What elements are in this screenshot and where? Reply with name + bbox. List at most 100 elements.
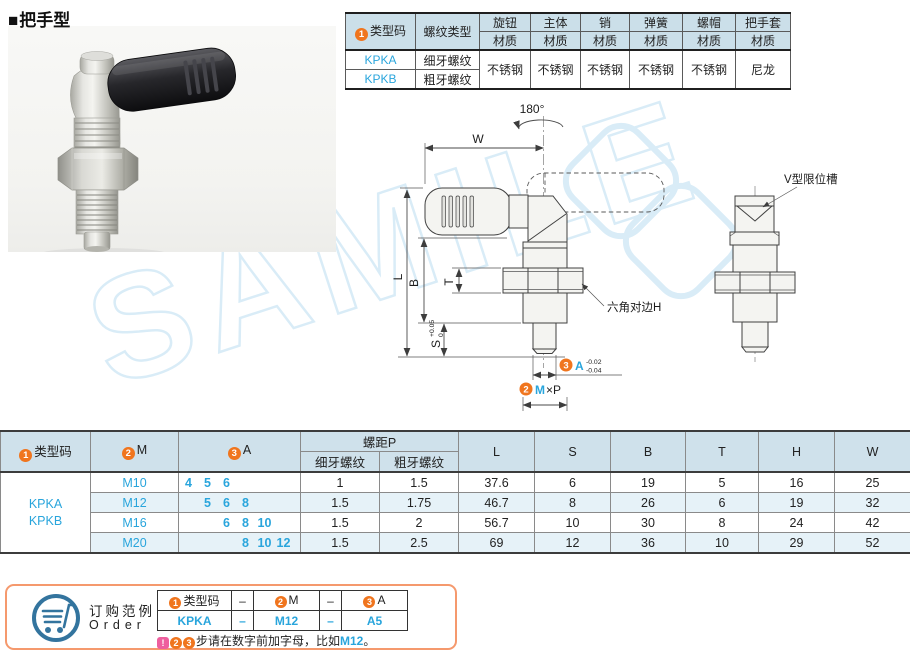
pitch-coarse: 1.75 bbox=[379, 492, 459, 513]
badge-1-icon: 1 bbox=[169, 597, 182, 610]
a-value: 6 bbox=[223, 495, 230, 510]
drawing-side: V型限位槽 bbox=[714, 172, 838, 362]
dim-header-m-label: M bbox=[136, 443, 148, 458]
dim-header-b: B bbox=[610, 430, 686, 473]
dim-header-type-code-label: 类型码 bbox=[34, 445, 72, 460]
table-row: KPKA 细牙螺纹 不锈钢 不锈钢 不锈钢 不锈钢 不锈钢 尼龙 bbox=[345, 49, 791, 90]
m-size: M20 bbox=[90, 532, 179, 554]
a-value: 8 bbox=[242, 515, 249, 530]
badge-3-icon: 3 bbox=[363, 596, 376, 609]
drawing-main: 180° W L B T S +0.05 0 3 bbox=[391, 102, 665, 411]
materials-sub-header: 材质 bbox=[629, 31, 683, 51]
val-l: 37.6 bbox=[458, 471, 535, 493]
material-knob: 不锈钢 bbox=[479, 49, 531, 90]
val-h: 19 bbox=[758, 492, 835, 513]
order-example-a: A5 bbox=[341, 610, 408, 631]
val-b: 30 bbox=[610, 512, 686, 533]
photo-hex-nut bbox=[57, 147, 139, 191]
type-code-kpka: KPKA bbox=[345, 49, 416, 70]
pitch-fine: 1.5 bbox=[300, 492, 380, 513]
v-groove-leader-line bbox=[762, 186, 798, 208]
product-photo bbox=[8, 26, 336, 260]
pitch-fine: 1.5 bbox=[300, 512, 380, 533]
pitch-fine: 1 bbox=[300, 471, 380, 493]
materials-sub-header: 材质 bbox=[530, 31, 581, 51]
material-spring: 不锈钢 bbox=[629, 49, 683, 90]
val-t: 8 bbox=[685, 512, 759, 533]
materials-sub-header: 材质 bbox=[735, 31, 791, 51]
m-size: M10 bbox=[90, 471, 179, 493]
a-value: 12 bbox=[276, 535, 291, 550]
thread-type-fine: 细牙螺纹 bbox=[415, 49, 480, 70]
dim-header-s: S bbox=[534, 430, 611, 473]
badge-2-icon: 2 bbox=[274, 596, 287, 609]
val-b: 26 bbox=[610, 492, 686, 513]
type-code-kpka: KPKA bbox=[28, 496, 63, 511]
watermark-logo bbox=[562, 122, 740, 300]
order-header-type-code-label: 类型码 bbox=[183, 593, 220, 608]
a-value: 6 bbox=[223, 515, 230, 530]
a-value: 5 bbox=[204, 495, 211, 510]
materials-header-spring: 弹簧 bbox=[629, 12, 683, 32]
dim-t-label: T bbox=[442, 278, 456, 286]
materials-sub-header: 材质 bbox=[479, 31, 531, 51]
order-example-dash: – bbox=[319, 610, 342, 631]
val-t: 10 bbox=[685, 532, 759, 554]
pitch-fine: 1.5 bbox=[300, 532, 380, 554]
val-w: 42 bbox=[834, 512, 910, 533]
material-pin: 不锈钢 bbox=[580, 49, 630, 90]
rotated-handle-phantom bbox=[526, 172, 665, 213]
a-value: 8 bbox=[242, 535, 249, 550]
type-code-kpkb: KPKB bbox=[28, 513, 63, 528]
val-w: 25 bbox=[834, 471, 910, 493]
val-w: 32 bbox=[834, 492, 910, 513]
hex-leader-line bbox=[581, 283, 605, 307]
a-value: 10 bbox=[257, 515, 272, 530]
order-note-highlight: M12 bbox=[340, 634, 364, 648]
materials-sub-header: 材质 bbox=[682, 31, 736, 51]
dim-s-label: S +0.05 0 bbox=[429, 320, 445, 348]
badge-2-icon: 2 bbox=[121, 446, 135, 460]
order-example-label-cn: 订购范例 bbox=[89, 604, 155, 619]
material-nut: 不锈钢 bbox=[682, 49, 736, 90]
pitch-coarse: 2.5 bbox=[379, 532, 459, 554]
handle bbox=[424, 187, 529, 236]
type-codes-cell: KPKA KPKB bbox=[0, 471, 91, 554]
val-t: 6 bbox=[685, 492, 759, 513]
materials-sub-header: 材质 bbox=[580, 31, 630, 51]
dim-header-h: H bbox=[758, 430, 835, 473]
plunger-photo-illustration bbox=[40, 47, 236, 260]
order-example-dash: – bbox=[231, 610, 254, 631]
dim-a-lower-tol: -0.04 bbox=[586, 368, 602, 375]
order-example-code: KPKA bbox=[157, 610, 232, 631]
photo-collar-threads bbox=[75, 122, 119, 148]
dim-b-label: B bbox=[407, 279, 421, 287]
v-groove-label: V型限位槽 bbox=[784, 172, 838, 186]
val-h: 29 bbox=[758, 532, 835, 554]
val-s: 12 bbox=[534, 532, 611, 554]
material-sleeve: 尼龙 bbox=[735, 49, 791, 90]
photo-pin-bottom bbox=[85, 246, 109, 252]
pitch-coarse: 1.5 bbox=[379, 471, 459, 493]
dim-xp-label: ×P bbox=[546, 383, 561, 397]
val-s: 10 bbox=[534, 512, 611, 533]
dim-180-label: 180° bbox=[520, 102, 545, 116]
type-code-kpkb: KPKB bbox=[345, 69, 416, 90]
val-b: 36 bbox=[610, 532, 686, 554]
dim-header-t: T bbox=[685, 430, 759, 473]
badge-2-icon: 2 bbox=[170, 637, 182, 649]
photo-threaded-stud bbox=[75, 189, 119, 235]
badge-2-icon bbox=[519, 382, 533, 396]
order-note-end: 。 bbox=[363, 634, 376, 648]
